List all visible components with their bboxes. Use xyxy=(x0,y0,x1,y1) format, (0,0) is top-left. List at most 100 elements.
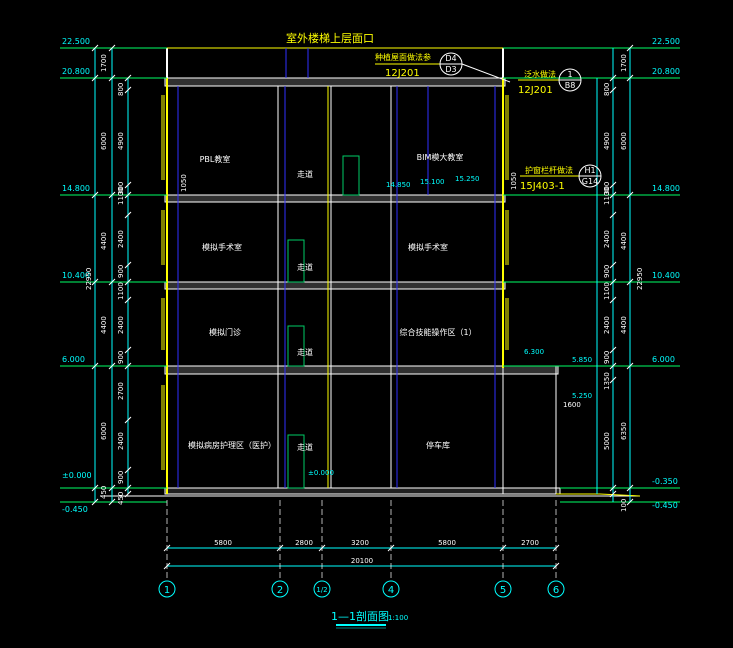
callout-bottom: D3 xyxy=(445,65,456,74)
floor-slab-3 xyxy=(164,194,506,203)
dim-text: 4400 xyxy=(620,232,628,250)
dim-tick xyxy=(124,211,132,219)
level-mark: 5.850 xyxy=(572,356,592,364)
dim-tick xyxy=(609,191,617,199)
dim-tick xyxy=(626,498,634,506)
dim-tick xyxy=(91,44,99,52)
dim-tick xyxy=(124,261,132,269)
axis-label: 4 xyxy=(388,585,394,596)
dim-tick xyxy=(124,484,132,492)
dim-text: 900 xyxy=(603,265,611,278)
dim-text: 1100 xyxy=(117,187,125,205)
door-2 xyxy=(287,239,305,283)
dim-text: 2400 xyxy=(603,230,611,248)
level-mark: ±0.000 xyxy=(308,469,334,477)
room-label: 走道 xyxy=(297,169,313,179)
dim-text: 3200 xyxy=(351,539,369,547)
callout-guardrail: 护窗栏杆做法 15J403-1 H1 G14 xyxy=(520,164,602,192)
dim-text: 1700 xyxy=(620,54,628,72)
dim-tick xyxy=(609,74,617,82)
dim-text: 100 xyxy=(620,499,628,512)
dim-tick xyxy=(609,181,617,189)
callout-ref: 15J403-1 xyxy=(520,181,565,192)
dim-text: 2400 xyxy=(117,432,125,450)
ramp-line xyxy=(556,493,641,497)
elevations-left: 22.500 20.800 14.800 10.400 6.000 ±0.000… xyxy=(62,37,92,514)
dim-tick xyxy=(626,74,634,82)
level-mark: 15.250 xyxy=(455,175,480,183)
level-mark: 22.500 xyxy=(652,37,680,46)
room-label: 模拟手术室 xyxy=(408,242,448,252)
dim-tick xyxy=(124,181,132,189)
callout-text: 泛水做法 xyxy=(524,69,556,79)
dim-text: 6000 xyxy=(620,132,628,150)
callout-text: 种植屋面做法参 xyxy=(375,52,431,62)
dim-text: 1350 xyxy=(603,372,611,390)
level-mark: ±0.000 xyxy=(62,471,92,480)
callout-flashing: 泛水做法 12J201 1 B8 xyxy=(518,68,582,96)
window-strips xyxy=(161,95,509,470)
callout-text: 护窗栏杆做法 xyxy=(525,165,573,175)
roof-label: 室外楼梯上层面口 xyxy=(286,31,374,45)
dim-tick xyxy=(609,362,617,370)
dim-tick xyxy=(609,346,617,354)
dim-text: 5800 xyxy=(214,539,232,547)
inner-levels: 14.850 15.100 15.250 6.300 5.850 5.250 ±… xyxy=(308,175,592,477)
room-label: 走道 xyxy=(297,347,313,357)
drawing-scale: 1:100 xyxy=(388,614,408,622)
axis-bubbles: 1 2 1/2 4 5 6 xyxy=(158,580,565,598)
dim-text: 800 xyxy=(117,83,125,96)
dim-text: 1100 xyxy=(603,282,611,300)
dim-tick xyxy=(91,484,99,492)
dim-tick xyxy=(124,278,132,286)
dim-text: 4400 xyxy=(100,232,108,250)
dimension-ticks xyxy=(91,44,634,570)
dim-tick xyxy=(108,278,116,286)
callout-top: 1 xyxy=(567,70,572,79)
bottom-dims: 5800 2800 3200 5800 2700 20100 xyxy=(214,539,539,565)
level-mark: 10.400 xyxy=(62,271,90,280)
room-label: 模拟病房护理区（医护） xyxy=(188,440,276,450)
room-label: 停车库 xyxy=(426,440,450,450)
dim-text: 20100 xyxy=(351,557,373,565)
dim-tick xyxy=(124,490,132,498)
dim-tick xyxy=(609,261,617,269)
dim-tick xyxy=(124,74,132,82)
callout-top: D4 xyxy=(445,54,456,63)
dim-tick xyxy=(124,296,132,304)
dim-tick xyxy=(91,498,99,506)
dim-text: 6350 xyxy=(620,422,628,440)
dim-tick xyxy=(626,278,634,286)
dim-tick xyxy=(108,74,116,82)
dim-text: 900 xyxy=(117,471,125,484)
dim-tick xyxy=(626,44,634,52)
axis-label: 1/2 xyxy=(316,586,327,594)
dim-text: 900 xyxy=(117,351,125,364)
drawing-title: 1—1剖面图 xyxy=(331,609,389,623)
dim-text: 2400 xyxy=(117,316,125,334)
canopy xyxy=(502,365,559,375)
callout-ref: 12J201 xyxy=(518,85,553,96)
dim-tick xyxy=(91,74,99,82)
door-1 xyxy=(342,155,360,196)
dim-tick xyxy=(91,278,99,286)
dim-text: 2800 xyxy=(295,539,313,547)
dim-tick xyxy=(124,416,132,424)
level-mark: 20.800 xyxy=(652,67,680,76)
dim-tick xyxy=(609,211,617,219)
level-mark: -0.450 xyxy=(652,501,678,510)
level-mark: 20.800 xyxy=(62,67,90,76)
dim-tick xyxy=(108,484,116,492)
building-structure xyxy=(100,47,641,497)
left-inner-dims: 800 4900 1100 300 2400 900 1100 2400 900… xyxy=(117,83,125,505)
elevations-right: 22.500 20.800 14.800 10.400 6.000 -0.350… xyxy=(652,37,680,510)
room-label: 模拟手术室 xyxy=(202,242,242,252)
level-mark: 14.800 xyxy=(652,184,680,193)
dim-text: 1050 xyxy=(180,174,188,192)
dim-tick xyxy=(124,86,132,94)
dim-tick xyxy=(609,278,617,286)
room-label: 综合技能操作区（1） xyxy=(399,327,476,337)
room-label: 走道 xyxy=(297,442,313,452)
door-3 xyxy=(287,325,305,367)
